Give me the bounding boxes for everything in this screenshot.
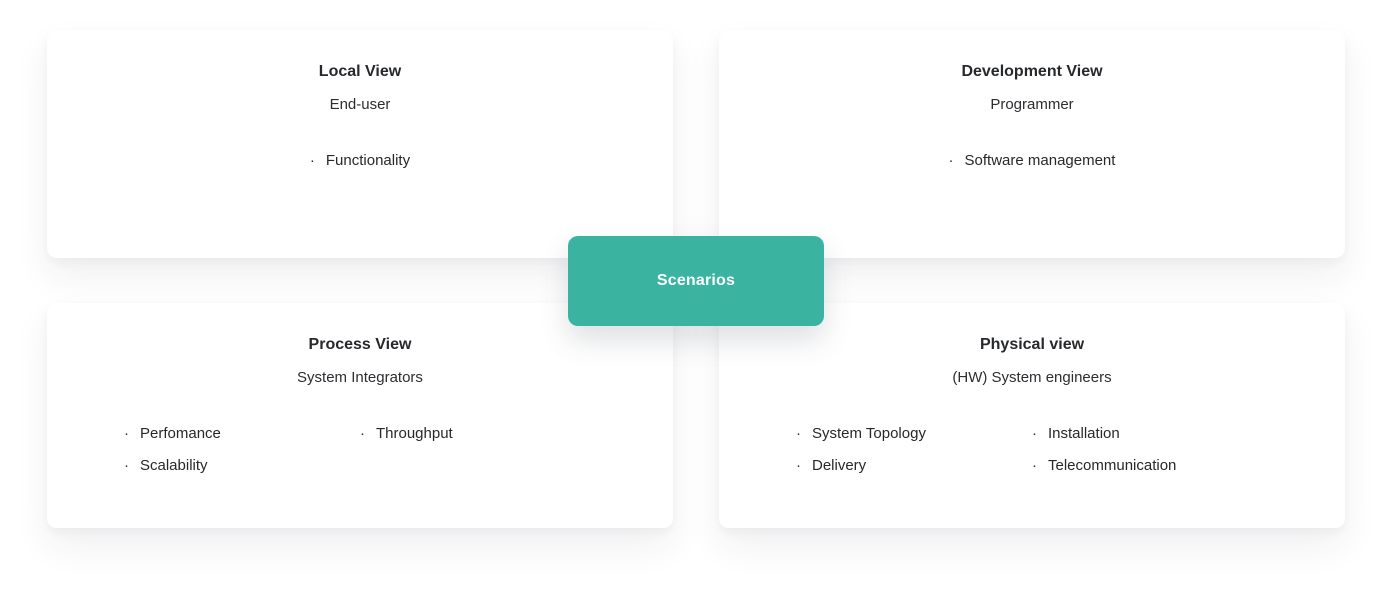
bullet-item: · Software management: [949, 150, 1116, 172]
card-local-view: Local View End-user · Functionality: [47, 30, 673, 258]
bullet-item: · System Topology: [796, 423, 1032, 445]
bullet-label: System Topology: [812, 425, 926, 442]
bullet-label: Installation: [1048, 425, 1120, 442]
bullet-dot-icon: ·: [124, 457, 129, 474]
card-title-local-view: Local View: [318, 63, 402, 80]
card-title-physical-view: Physical view: [979, 336, 1085, 353]
bullet-list-local-view: · Functionality: [47, 150, 673, 172]
bullet-item: · Throughput: [360, 423, 596, 445]
bullet-label: Software management: [964, 152, 1116, 169]
bullet-item: · Scalability: [124, 455, 360, 477]
bullet-list-development-view: · Software management: [719, 150, 1345, 172]
bullet-item: · Delivery: [796, 455, 1032, 477]
bullet-label: Telecommunication: [1048, 457, 1177, 474]
bullet-dot-icon: ·: [1032, 457, 1037, 474]
bullet-dot-icon: ·: [124, 425, 129, 442]
bullet-dot-icon: ·: [1032, 425, 1037, 442]
bullet-item: · Perfomance: [124, 423, 360, 445]
bullet-label: Perfomance: [140, 425, 221, 442]
card-process-view: Process View System Integrators · Perfom…: [47, 303, 673, 528]
bullet-label: Functionality: [325, 152, 411, 169]
bullet-label: Delivery: [812, 457, 867, 474]
bullet-dot-icon: ·: [796, 457, 801, 474]
bullet-item: · Telecommunication: [1032, 455, 1268, 477]
card-audience-physical-view: (HW) System engineers: [952, 369, 1112, 386]
bullet-dot-icon: ·: [948, 152, 954, 169]
bullet-label: Throughput: [376, 425, 453, 442]
card-physical-view: Physical view (HW) System engineers · Sy…: [719, 303, 1345, 528]
card-audience-process-view: System Integrators: [297, 369, 423, 386]
card-title-process-view: Process View: [308, 336, 412, 353]
bullet-dot-icon: ·: [796, 425, 801, 442]
card-audience-local-view: End-user: [329, 96, 391, 113]
bullet-item: · Functionality: [310, 150, 410, 172]
bullet-item: · Installation: [1032, 423, 1268, 445]
bullet-label: Scalability: [140, 457, 208, 474]
card-audience-development-view: Programmer: [990, 96, 1074, 113]
scenarios-button[interactable]: Scenarios: [568, 236, 824, 326]
bullet-dot-icon: ·: [360, 425, 365, 442]
bullet-list-process-view: · Perfomance · Throughput · Scalability: [47, 423, 673, 477]
card-title-development-view: Development View: [961, 63, 1103, 80]
card-development-view: Development View Programmer · Software m…: [719, 30, 1345, 258]
bullet-list-physical-view: · System Topology · Installation · Deliv…: [719, 423, 1345, 477]
bullet-dot-icon: ·: [309, 152, 315, 169]
